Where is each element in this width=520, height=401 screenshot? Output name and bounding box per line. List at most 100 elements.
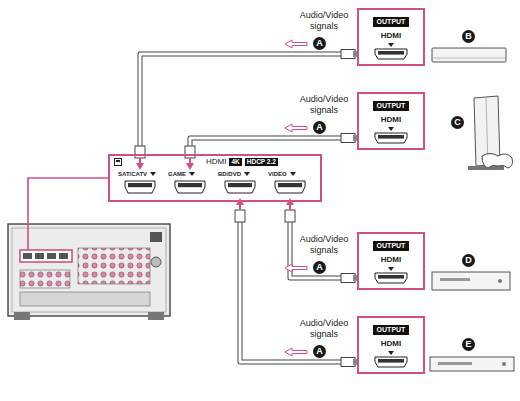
hdmi-cable	[185, 124, 357, 170]
socket-outline	[225, 181, 255, 193]
socket-outline	[375, 273, 407, 283]
cable-outline	[190, 138, 341, 146]
socket-pins	[178, 183, 202, 187]
socket-outline	[275, 181, 305, 193]
hdmi-input-panel: HDMI4K HDCP 2.2SAT/CATV GAME BD/DVD VIDEO	[108, 154, 322, 202]
arrow-head	[186, 163, 194, 170]
hdmi-socket	[374, 356, 408, 368]
input-mark-shape	[150, 172, 156, 176]
cable-callout: A	[313, 261, 326, 274]
callout-letter: B	[462, 30, 475, 43]
output-heading: OUTPUT	[373, 325, 410, 335]
connector-name: HDMI	[359, 339, 423, 349]
input-mark	[290, 172, 296, 176]
input-mark	[388, 351, 394, 355]
cable-callout: A	[313, 121, 326, 134]
hdmi-input-port: VIDEO	[266, 170, 314, 198]
cable-core	[190, 138, 341, 146]
input-mark-shape	[388, 351, 394, 355]
socket-outline	[375, 49, 407, 59]
signal-arrow	[285, 348, 307, 356]
hdmi-plug	[135, 146, 145, 158]
hdmi-plug	[341, 50, 355, 59]
arrow-head	[136, 163, 144, 170]
connector-name: HDMI	[359, 31, 423, 41]
port-label-row: GAME	[166, 170, 214, 178]
signal-caption: Audio/Video signals	[293, 10, 355, 32]
panel-icon	[114, 158, 122, 166]
hdmi-plug	[341, 358, 355, 367]
set-top-box	[432, 48, 506, 62]
hdmi-plug	[185, 146, 195, 158]
input-mark	[388, 43, 394, 47]
signal-caption: Audio/Video signals	[293, 234, 355, 256]
signal-caption: Audio/Video signals	[293, 94, 355, 116]
input-mark-shape	[388, 127, 394, 131]
callout-letter: D	[462, 254, 475, 267]
format-badge: 4K	[229, 158, 241, 166]
input-mark-shape	[388, 43, 394, 47]
panel-title: HDMI	[206, 157, 226, 166]
input-mark-shape	[290, 172, 296, 176]
socket-outline	[375, 133, 407, 143]
output-heading: OUTPUT	[373, 101, 410, 111]
output-panel: Audio/Video signalsOUTPUTHDMI	[357, 92, 425, 150]
signal-arrow	[285, 124, 307, 132]
socket-outline	[175, 181, 205, 193]
socket-pins	[128, 183, 152, 187]
hdmi-cable	[135, 40, 357, 170]
hdmi-input-port: BD/DVD	[216, 170, 264, 198]
input-name: BD/DVD	[218, 171, 241, 177]
hdmi-socket	[174, 180, 206, 194]
cable-callout: A	[313, 37, 326, 50]
disc-player	[430, 357, 514, 371]
output-heading: OUTPUT	[373, 17, 410, 27]
panel-icon-mark	[116, 160, 120, 162]
panel-header: HDMI4K HDCP 2.2	[206, 157, 278, 167]
signal-arrow	[285, 264, 307, 272]
format-badge: HDCP 2.2	[245, 158, 278, 166]
socket-pins	[378, 51, 404, 55]
signal-caption: Audio/Video signals	[293, 318, 355, 340]
input-mark	[244, 172, 250, 176]
callout-letter: E	[462, 338, 475, 351]
socket-pins	[278, 183, 302, 187]
input-mark-shape	[244, 172, 250, 176]
hdmi-cable	[235, 198, 357, 367]
port-label-row: VIDEO	[266, 170, 314, 178]
callout-letter: C	[451, 116, 464, 129]
port-label-row: SAT/CATV	[116, 170, 164, 178]
cable-callout: A	[313, 345, 326, 358]
zoom-leader	[28, 178, 108, 250]
disc-player	[432, 272, 510, 290]
input-mark	[150, 172, 156, 176]
hdmi-input-port: GAME	[166, 170, 214, 198]
input-mark	[388, 267, 394, 271]
input-mark-shape	[189, 172, 195, 176]
input-mark	[189, 172, 195, 176]
hdmi-socket	[374, 132, 408, 144]
hdmi-cable	[285, 198, 357, 283]
hdmi-socket	[374, 272, 408, 284]
input-name: GAME	[168, 171, 186, 177]
hdmi-plug	[341, 134, 355, 143]
hdmi-input-port: SAT/CATV	[116, 170, 164, 198]
port-label-row: BD/DVD	[216, 170, 264, 178]
socket-pins	[378, 359, 404, 363]
input-name: VIDEO	[268, 171, 287, 177]
input-mark-shape	[388, 267, 394, 271]
hdmi-socket	[124, 180, 156, 194]
output-panel: Audio/Video signalsOUTPUTHDMI	[357, 316, 425, 374]
hdmi-plug	[341, 274, 355, 283]
input-mark	[388, 127, 394, 131]
signal-arrow	[285, 40, 307, 48]
game-console	[468, 96, 513, 170]
hdmi-plug	[285, 210, 295, 222]
socket-outline	[125, 181, 155, 193]
connector-name: HDMI	[359, 115, 423, 125]
output-heading: OUTPUT	[373, 241, 410, 251]
hdmi-socket	[224, 180, 256, 194]
output-panel: Audio/Video signalsOUTPUTHDMI	[357, 232, 425, 290]
hdmi-plug	[235, 210, 245, 222]
